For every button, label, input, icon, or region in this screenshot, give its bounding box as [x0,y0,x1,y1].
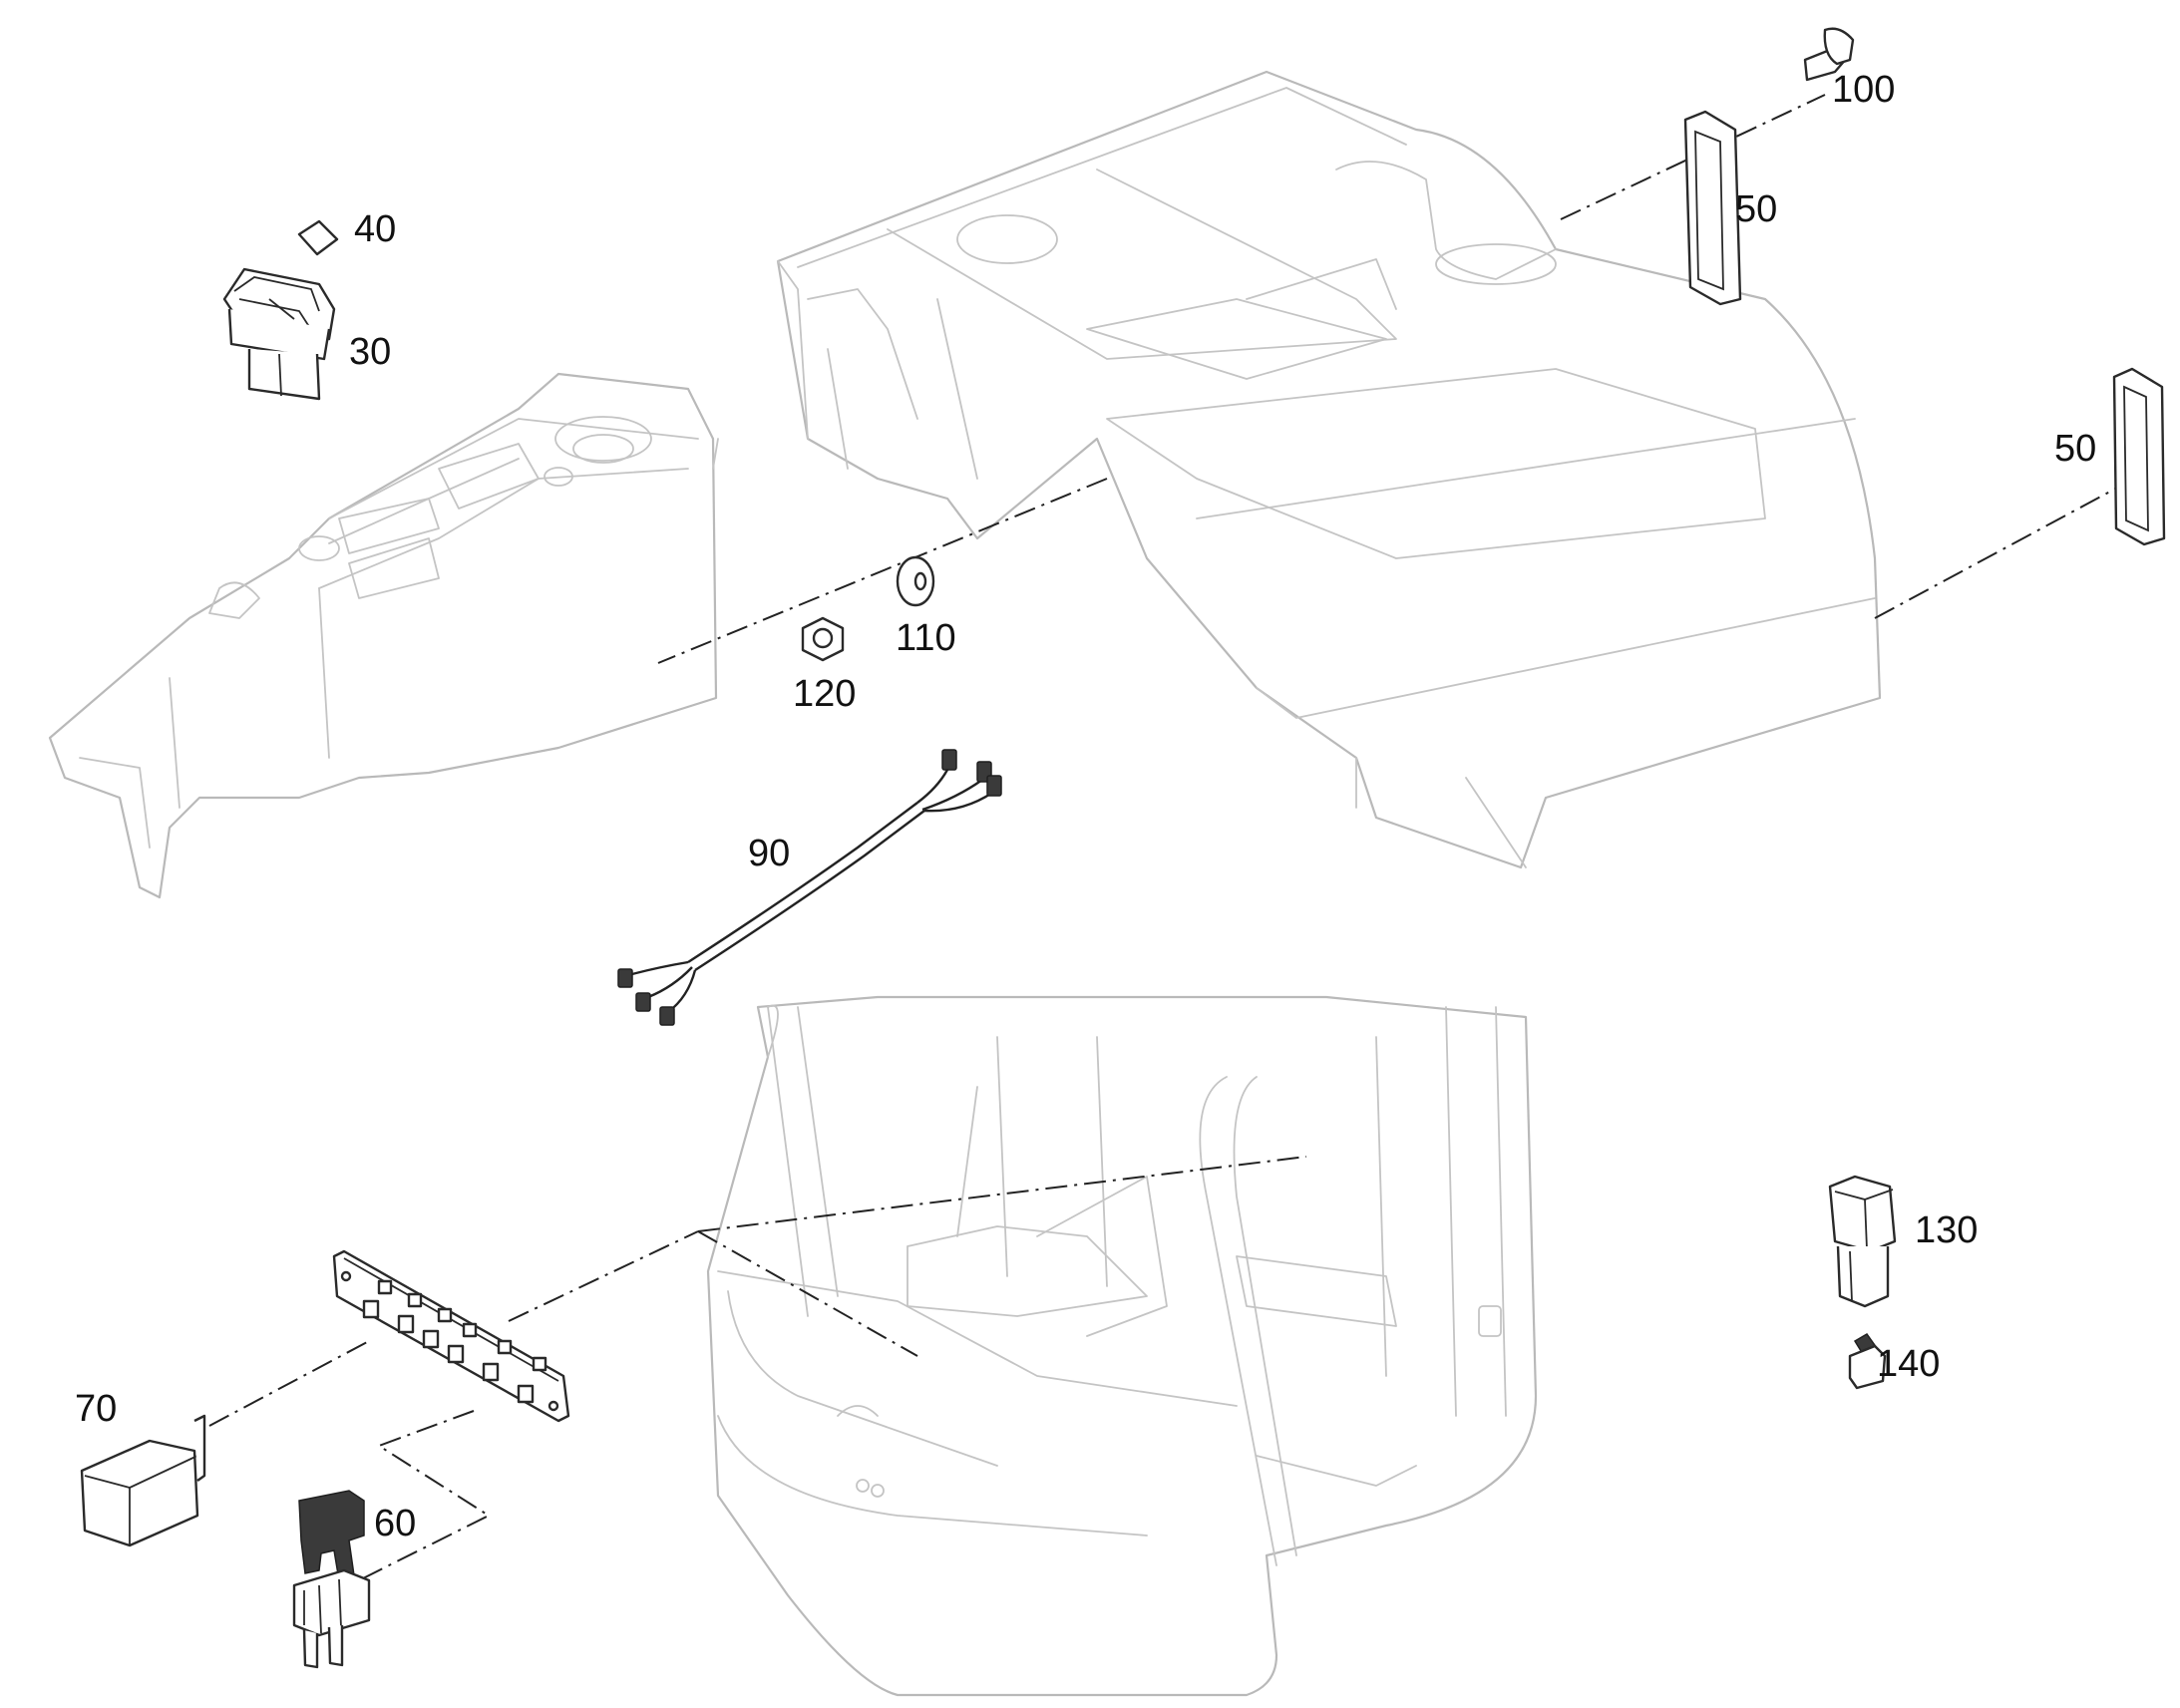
side-console [48,372,719,899]
part-50-trim-upper [1683,110,1742,306]
part-110-washer [896,555,935,607]
callout-30: 30 [349,331,391,373]
callout-40: 40 [354,208,396,250]
cab-roof [776,70,1882,869]
cab-frame [706,995,1538,1697]
part-120-nut [801,616,845,662]
part-100-bolt [1803,27,1855,82]
callout-70: 70 [75,1388,117,1430]
part-130-connector [1828,1175,1897,1308]
callout-140: 140 [1877,1343,1940,1385]
callout-90: 90 [748,833,790,874]
callout-130: 130 [1915,1209,1978,1251]
callout-100: 100 [1832,69,1895,111]
part-50-trim-lower [2112,367,2166,546]
callout-50-upper: 50 [1735,188,1777,230]
callout-50-lower: 50 [2054,428,2096,470]
part-30-rocker-switch [222,267,336,401]
part-40-cap [297,219,339,256]
callout-60: 60 [374,1503,416,1544]
part-70-relay [80,1414,206,1547]
callout-labels: 30 40 50 50 60 70 90 100 110 120 130 140 [75,69,2096,1544]
part-60-fuse [292,1490,371,1669]
part-140-lock [1848,1333,1887,1390]
callout-120: 120 [793,673,856,715]
callout-110: 110 [896,617,956,659]
part-90-wiring-harness [617,749,1002,1026]
relay-panel [332,1249,570,1423]
